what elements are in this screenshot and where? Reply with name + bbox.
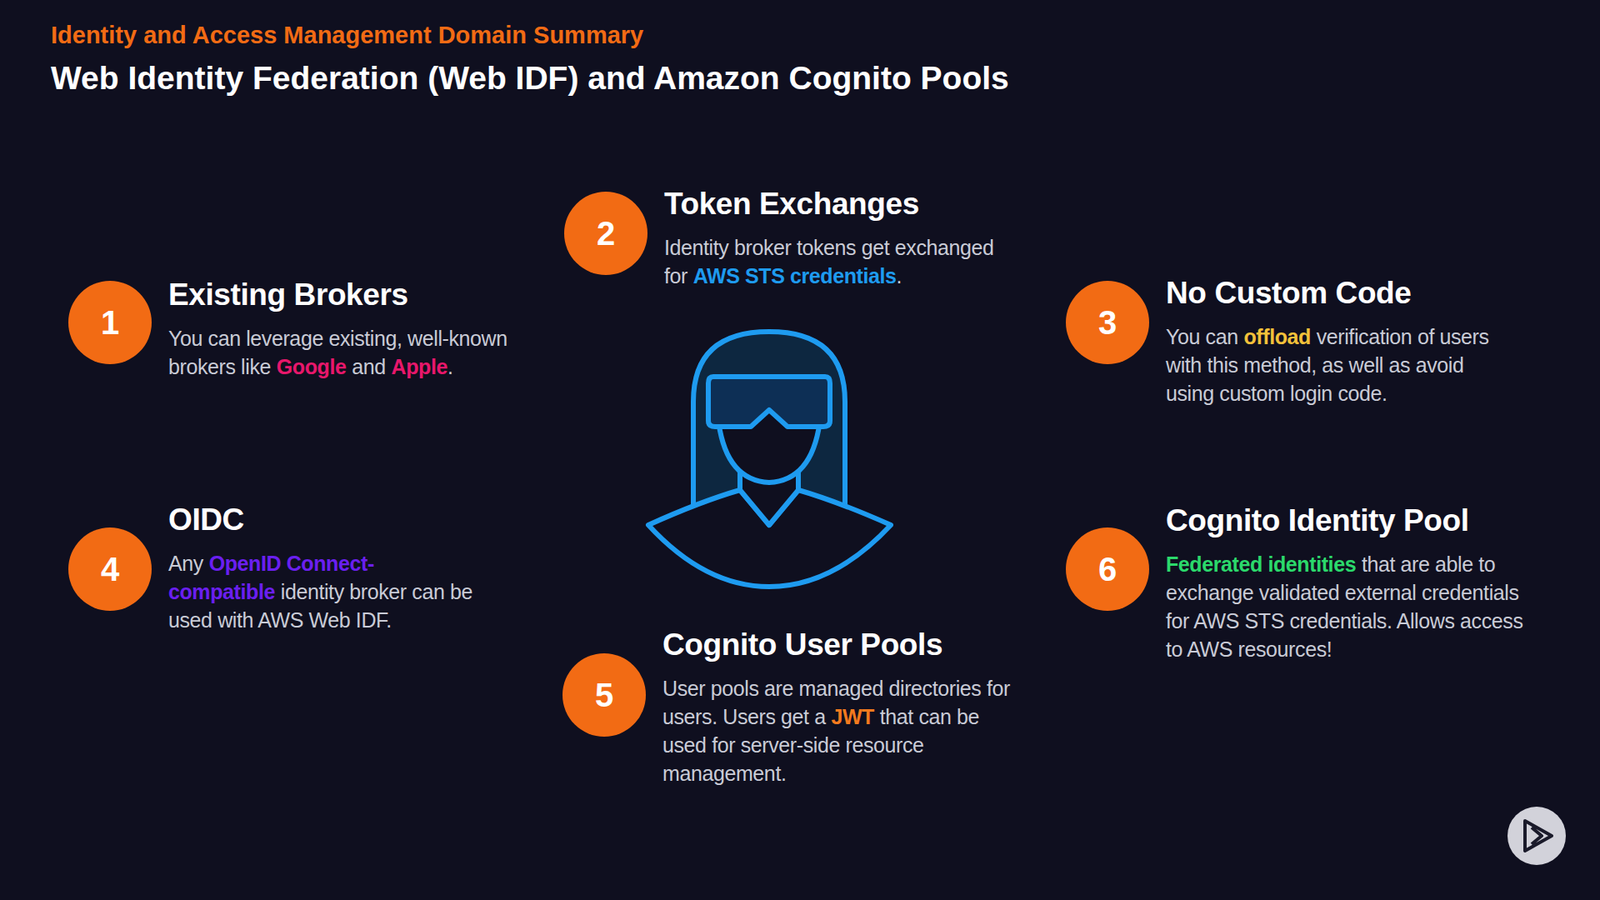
item-body: Federated identitiesthat are able to exc… [1165,550,1537,664]
item-text: Existing BrokersYou can leverage existin… [168,277,540,381]
highlight-term: JWT [830,705,875,729]
body-segment: . [447,355,454,379]
callout-number: 6 [1065,527,1150,611]
highlight-term: AWS STS credentials [693,264,897,288]
body-segment: You can [1165,325,1239,349]
play-logo [1507,806,1566,865]
item-body: Identity broker tokens get exchanged for… [664,233,1031,290]
numbered-item: 4 OIDC AnyOpenID Connect-compatibleidentit… [68,502,519,635]
callout-number: 4 [68,527,152,611]
numbered-item: 5Cognito User PoolsUser pools are manage… [562,627,1013,788]
highlight-term: Apple [391,355,448,379]
item-heading: No Custom Code [1165,275,1516,311]
callout-number: 3 [1065,280,1150,365]
numbered-item: 2Token ExchangesIdentity broker tokens g… [564,186,1031,290]
person-icon [648,331,891,587]
item-text: OIDC AnyOpenID Connect-compatibleidentity… [168,502,519,635]
item-text: Cognito User PoolsUser pools are managed… [662,627,1013,788]
highlight-term: offload [1243,325,1311,349]
item-body: You can leverage existing, well-known br… [168,324,540,381]
callout-number: 2 [564,191,648,275]
item-body: AnyOpenID Connect-compatibleidentity bro… [168,549,519,635]
slide-title: Web Identity Federation (Web IDF) and Am… [50,60,1010,97]
item-heading: Cognito Identity Pool [1165,503,1537,539]
item-heading: OIDC [168,502,519,538]
body-segment: . [896,264,903,288]
item-heading: Token Exchanges [664,186,1031,222]
item-text: Cognito Identity PoolFederated identitie… [1165,503,1537,664]
body-segment: Any [168,551,204,575]
section-subtitle: Identity and Access Management Domain Su… [50,21,644,50]
item-text: Token ExchangesIdentity broker tokens ge… [664,186,1031,290]
highlight-term: Federated identities [1165,552,1356,576]
body-segment: and [351,355,386,379]
item-body: You canoffloadverification of users with… [1165,322,1516,408]
callout-number: 1 [68,280,152,365]
highlight-term: Google [276,355,347,379]
item-heading: Cognito User Pools [662,627,1013,663]
item-heading: Existing Brokers [168,277,540,313]
numbered-item: 1Existing BrokersYou can leverage existi… [68,277,540,381]
numbered-item: 6Cognito Identity PoolFederated identiti… [1065,503,1537,664]
item-text: No Custom CodeYou canoffloadverification… [1165,275,1516,408]
callout-number: 5 [562,653,646,737]
numbered-item: 3No Custom CodeYou canoffloadverificatio… [1065,275,1516,408]
item-body: User pools are managed directories for u… [662,674,1013,788]
